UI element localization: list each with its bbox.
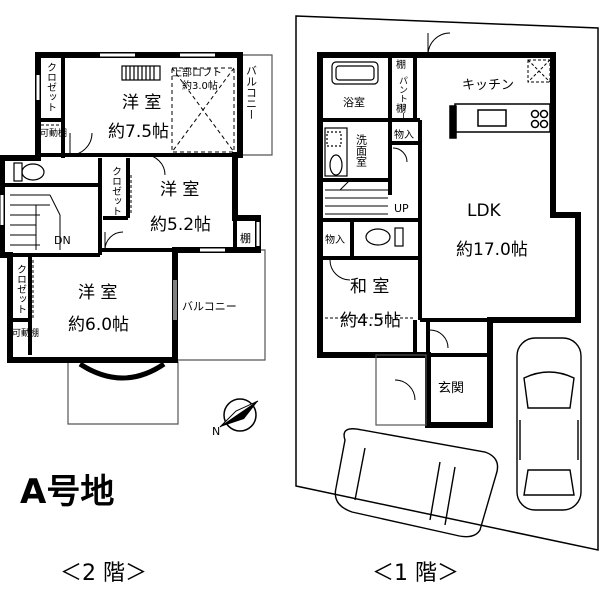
first-floor-plan: キッチン LDK 約17.0帖 和 室 約4.5帖 浴室 洗面室 玄関 物入 物… xyxy=(295,15,599,551)
washitsu-name: 和 室 xyxy=(350,277,389,297)
second-floor-caption: ＜2 階＞ xyxy=(60,561,147,586)
entrance-label: 玄関 xyxy=(438,381,464,396)
washitsu-size: 約4.5帖 xyxy=(340,311,401,331)
storage-b-label: 物入 xyxy=(325,233,345,246)
bedroom-a-size: 約7.5帖 xyxy=(108,122,169,142)
shelf-a-label: 棚 xyxy=(396,58,406,71)
stair-up-label: UP xyxy=(394,202,409,215)
pantry-label: パントリー xyxy=(397,76,408,121)
bedroom-a-name: 洋 室 xyxy=(122,93,161,113)
north-label: N xyxy=(212,425,220,438)
north-arrow-icon: N xyxy=(212,398,259,438)
ldk-size: 約17.0帖 xyxy=(456,240,528,260)
staircase-1f xyxy=(325,179,388,215)
washroom-label: 洗面室 xyxy=(355,134,368,167)
loft-size: 約3.0帖 xyxy=(182,79,218,92)
bedroom-b-size: 約5.2帖 xyxy=(150,215,211,235)
lower-balcony-outline xyxy=(67,361,179,425)
site-boundary xyxy=(295,15,599,551)
storage-a-label: 物入 xyxy=(394,128,414,141)
shelf-label-2f: 棚 xyxy=(240,231,251,245)
bay-window xyxy=(78,361,166,381)
bathtub xyxy=(331,61,379,85)
loft-name: 上部ロフト xyxy=(172,66,222,79)
kitchen-counter xyxy=(449,103,551,139)
ldk-name: LDK xyxy=(467,201,502,221)
movable-shelf-a-label: 可動棚 xyxy=(40,127,67,139)
stair-dn-label: DN xyxy=(54,234,71,247)
bedroom-c-size: 約6.0帖 xyxy=(68,315,129,335)
lot-label: A号地 xyxy=(20,472,114,512)
bedroom-c-name: 洋 室 xyxy=(78,283,117,303)
bedroom-b-name: 洋 室 xyxy=(160,180,199,200)
closet-b-label: クロゼット xyxy=(110,166,122,216)
parked-car-left xyxy=(334,428,499,538)
shelf-b-label: 棚 xyxy=(396,102,406,115)
bath-label: 浴室 xyxy=(343,95,365,109)
first-floor-caption: ＜1 階＞ xyxy=(372,561,459,586)
balcony-mid-label: バルコニー xyxy=(182,300,237,313)
toilet-1f xyxy=(365,227,404,247)
parked-car-right xyxy=(516,337,582,511)
movable-shelf-b-label: 可動棚 xyxy=(12,327,39,339)
balcony-top-label: バルコニー xyxy=(245,65,258,120)
second-floor-plan: 洋 室 約7.5帖 上部ロフト 約3.0帖 洋 室 約5.2帖 洋 室 約6.0… xyxy=(0,52,273,425)
washbasin xyxy=(324,127,348,177)
toilet-2f xyxy=(13,162,45,182)
staircase-2f xyxy=(10,194,61,250)
closet-c-label: クロゼット xyxy=(15,264,27,314)
closet-a-label: クロゼット xyxy=(45,62,57,112)
kitchen-label: キッチン xyxy=(462,78,514,93)
